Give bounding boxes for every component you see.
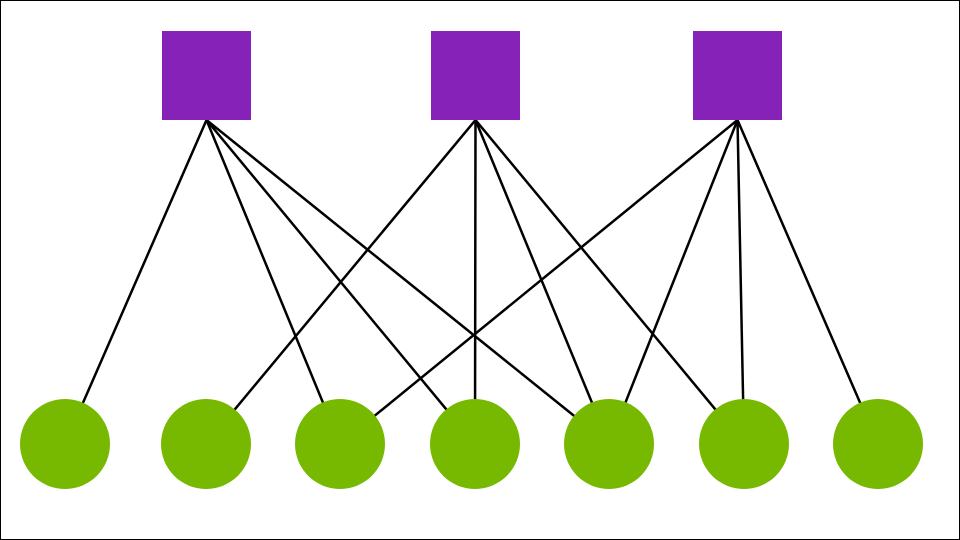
edge-s2-c5 [474, 118, 594, 404]
circle-node-1 [20, 399, 110, 489]
circle-node-2 [161, 399, 251, 489]
edge-s3-c7 [736, 118, 862, 404]
square-node-1 [162, 31, 251, 120]
edge-s3-c5 [624, 118, 739, 404]
edge-s1-c5 [205, 118, 576, 418]
edge-s3-c3 [373, 118, 739, 417]
square-node-2 [431, 31, 520, 120]
edge-s2-c6 [474, 118, 717, 411]
squares-layer [162, 31, 782, 120]
edge-s1-c3 [205, 118, 325, 404]
circle-node-4 [430, 399, 520, 489]
edge-s2-c2 [233, 118, 477, 411]
circle-node-3 [295, 399, 385, 489]
circle-node-5 [564, 399, 654, 489]
square-node-3 [693, 31, 782, 120]
circles-layer [20, 399, 923, 489]
circle-node-7 [833, 399, 923, 489]
edge-s3-c6 [736, 118, 745, 401]
edges-layer [81, 118, 862, 418]
circle-node-6 [699, 399, 789, 489]
edge-s1-c1 [81, 118, 208, 405]
edge-s1-c4 [205, 118, 448, 411]
